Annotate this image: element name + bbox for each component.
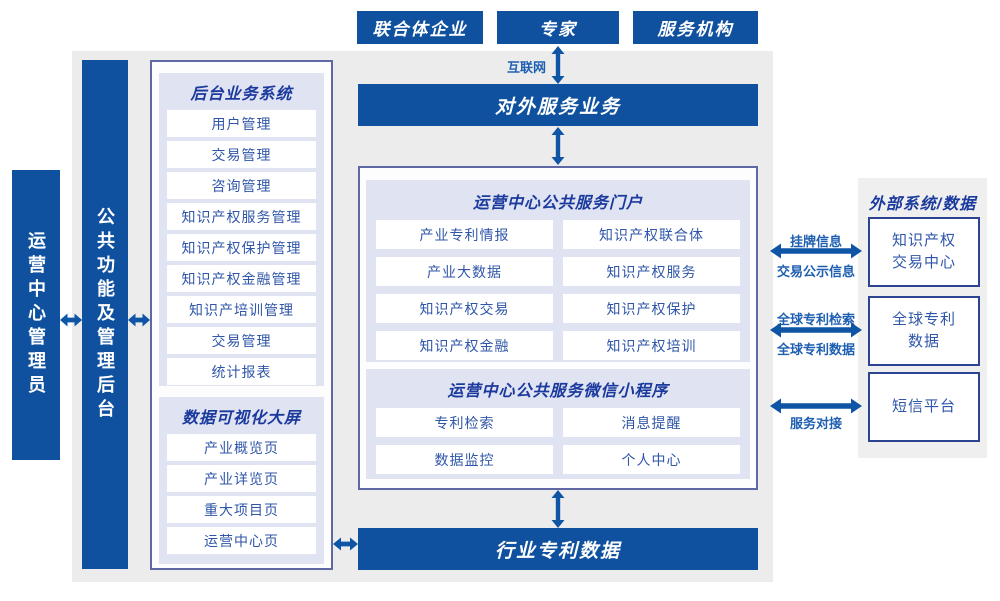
backend-container: 后台业务系统 用户管理 交易管理 咨询管理 知识产权服务管理 知识产权保护管理 … bbox=[150, 60, 333, 570]
backend-item: 交易管理 bbox=[167, 141, 316, 168]
extbox-line: 交易中心 bbox=[891, 254, 956, 271]
backend-item: 用户管理 bbox=[167, 110, 316, 137]
actor-box-expert: 专家 bbox=[497, 11, 619, 44]
double-arrow-vertical-icon bbox=[551, 46, 565, 84]
extbox-line: 知识产权 bbox=[891, 232, 956, 250]
double-arrow-horizontal-icon bbox=[128, 313, 150, 327]
public-functions-mgmt-label: 公共功能及管理后台 bbox=[95, 206, 115, 423]
double-arrow-horizontal-icon bbox=[333, 537, 358, 551]
backend-item: 知识产权金融管理 bbox=[167, 265, 316, 292]
portal-item: 产业大数据 bbox=[376, 257, 553, 286]
portal-item: 知识产权交易 bbox=[376, 294, 553, 323]
portal-item: 知识产权保护 bbox=[563, 294, 740, 323]
extbox-line: 数据 bbox=[907, 333, 940, 350]
portal-items-grid: 产业专利情报 知识产权联合体 产业大数据 知识产权服务 知识产权交易 知识产权保… bbox=[366, 220, 750, 360]
portal-panel: 运营中心公共服务门户 产业专利情报 知识产权联合体 产业大数据 知识产权服务 知… bbox=[366, 180, 750, 362]
portal-panel-title: 运营中心公共服务门户 bbox=[472, 195, 643, 212]
miniapp-items-grid: 专利检索 消息提醒 数据监控 个人中心 bbox=[366, 408, 750, 474]
portal-item: 产业专利情报 bbox=[376, 220, 553, 249]
miniapp-panel: 运营中心公共服务微信小程序 专利检索 消息提醒 数据监控 个人中心 bbox=[366, 369, 750, 479]
external-panel-title: 外部系统/数据 bbox=[868, 196, 977, 213]
link-label-service-docking: 服务对接 bbox=[789, 416, 842, 431]
industry-patent-data-bar: 行业专利数据 bbox=[358, 528, 758, 570]
double-arrow-horizontal-icon bbox=[770, 322, 862, 338]
extbox-line: 全球专利 bbox=[891, 311, 956, 329]
extbox-line: 短信平台 bbox=[891, 398, 956, 416]
double-arrow-horizontal-icon bbox=[770, 398, 862, 414]
backend-item: 统计报表 bbox=[167, 358, 316, 385]
dashboard-items-list: 产业概览页 产业详览页 重大项目页 运营中心页 bbox=[159, 434, 324, 554]
external-service-bar: 对外服务业务 bbox=[358, 84, 758, 126]
public-service-container: 运营中心公共服务门户 产业专利情报 知识产权联合体 产业大数据 知识产权服务 知… bbox=[358, 166, 758, 490]
backend-item: 知识产培训管理 bbox=[167, 296, 316, 323]
dashboard-panel: 数据可视化大屏 产业概览页 产业详览页 重大项目页 运营中心页 bbox=[159, 397, 324, 564]
dashboard-item: 运营中心页 bbox=[167, 527, 316, 554]
operations-admin-label: 运营中心管理员 bbox=[26, 231, 46, 399]
actor-box-service-agency: 服务机构 bbox=[633, 11, 758, 44]
backend-panel-title: 后台业务系统 bbox=[190, 86, 293, 103]
external-box-sms-platform: 短信平台 bbox=[868, 372, 980, 442]
link-label-listing-info: 挂牌信息 bbox=[789, 234, 842, 249]
public-functions-mgmt-bar: 公共功能及管理后台 bbox=[82, 60, 128, 569]
dashboard-item: 产业概览页 bbox=[167, 434, 316, 461]
external-box-ip-trade-center: 知识产权 交易中心 bbox=[868, 217, 980, 287]
miniapp-item: 个人中心 bbox=[563, 445, 740, 474]
portal-item: 知识产权联合体 bbox=[563, 220, 740, 249]
double-arrow-horizontal-icon bbox=[60, 313, 82, 327]
operations-admin-bar: 运营中心管理员 bbox=[12, 170, 60, 460]
link-label-trade-publicity-info: 交易公示信息 bbox=[776, 264, 855, 279]
backend-item: 咨询管理 bbox=[167, 172, 316, 199]
dashboard-panel-title: 数据可视化大屏 bbox=[181, 410, 301, 427]
backend-system-panel: 后台业务系统 用户管理 交易管理 咨询管理 知识产权服务管理 知识产权保护管理 … bbox=[159, 73, 324, 386]
double-arrow-vertical-icon bbox=[551, 490, 565, 528]
backend-item: 知识产权保护管理 bbox=[167, 234, 316, 261]
external-box-global-patent-data: 全球专利 数据 bbox=[868, 296, 980, 366]
portal-item: 知识产权服务 bbox=[563, 257, 740, 286]
double-arrow-horizontal-icon bbox=[770, 243, 862, 259]
backend-item: 知识产权服务管理 bbox=[167, 203, 316, 230]
external-systems-panel: 外部系统/数据 知识产权 交易中心 全球专利 数据 短信平台 bbox=[858, 178, 987, 458]
double-arrow-vertical-icon bbox=[551, 127, 565, 165]
backend-items-list: 用户管理 交易管理 咨询管理 知识产权服务管理 知识产权保护管理 知识产权金融管… bbox=[159, 110, 324, 385]
dashboard-item: 重大项目页 bbox=[167, 496, 316, 523]
internet-label: 互联网 bbox=[506, 60, 546, 75]
actor-box-consortium-enterprise: 联合体企业 bbox=[357, 11, 483, 44]
miniapp-item: 数据监控 bbox=[376, 445, 553, 474]
miniapp-item: 消息提醒 bbox=[563, 408, 740, 437]
link-label-global-patent-data: 全球专利数据 bbox=[776, 342, 855, 357]
portal-item: 知识产权金融 bbox=[376, 331, 553, 360]
portal-item: 知识产权培训 bbox=[563, 331, 740, 360]
dashboard-item: 产业详览页 bbox=[167, 465, 316, 492]
link-label-global-patent-search: 全球专利检索 bbox=[776, 312, 855, 327]
miniapp-item: 专利检索 bbox=[376, 408, 553, 437]
backend-item: 交易管理 bbox=[167, 327, 316, 354]
miniapp-panel-title: 运营中心公共服务微信小程序 bbox=[447, 383, 669, 400]
